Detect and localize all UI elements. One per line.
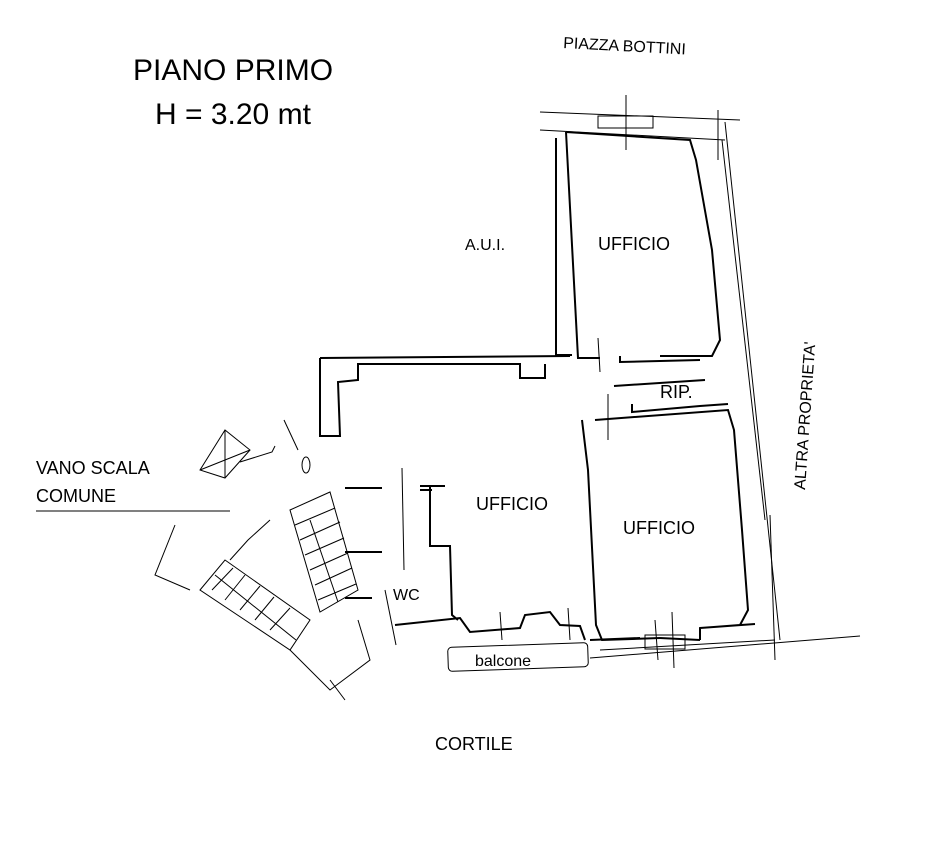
room-label-storage: RIP. bbox=[660, 382, 693, 402]
wall-storage bbox=[613, 379, 729, 414]
label-altra-proprieta: ALTRA PROPRIETA' bbox=[792, 341, 819, 490]
wall-office-south bbox=[589, 408, 756, 641]
wall-wc bbox=[394, 610, 586, 641]
label-vano-scala-1: VANO SCALA bbox=[36, 458, 150, 478]
room-label-office-center: UFFICIO bbox=[476, 494, 548, 514]
label-aui: A.U.I. bbox=[465, 237, 505, 254]
wall-office-north bbox=[555, 131, 722, 364]
room-label-office-north: UFFICIO bbox=[598, 234, 670, 254]
room-label-balcony: balcone bbox=[475, 653, 531, 670]
room-label-office-south: UFFICIO bbox=[623, 518, 695, 538]
label-piazza-bottini: PIAZZA BOTTINI bbox=[563, 35, 686, 58]
plan-height: H = 3.20 mt bbox=[155, 98, 312, 131]
label-vano-scala-2: COMUNE bbox=[36, 486, 116, 506]
boundary-tick-south bbox=[654, 619, 659, 661]
plan-title: PIANO PRIMO bbox=[133, 54, 333, 87]
label-cortile: CORTILE bbox=[435, 734, 513, 754]
room-label-wc: WC bbox=[393, 587, 420, 604]
common-staircase bbox=[154, 419, 371, 701]
balcony-outline bbox=[447, 642, 589, 672]
boundary-tick-east bbox=[769, 514, 776, 661]
